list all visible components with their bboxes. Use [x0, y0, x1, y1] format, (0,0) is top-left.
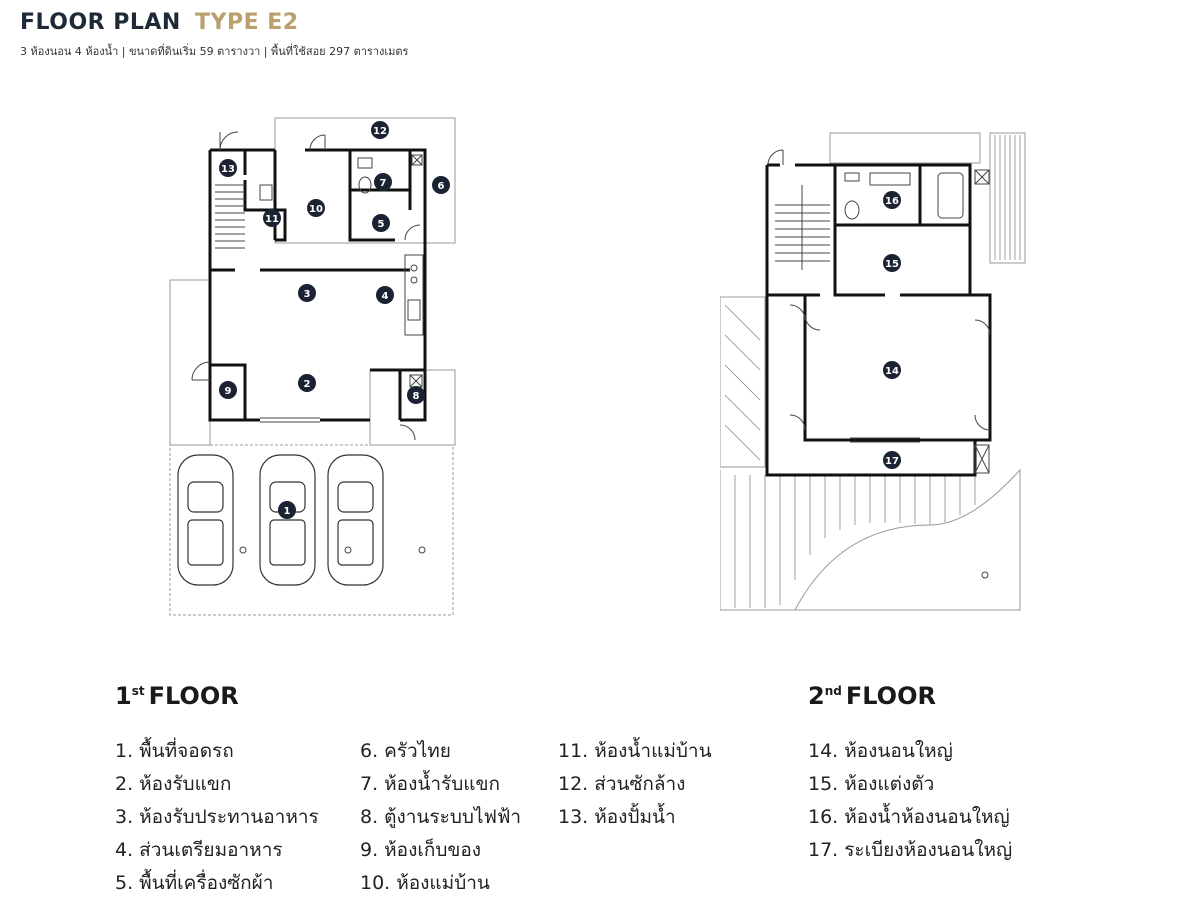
- svg-text:4: 4: [382, 291, 389, 302]
- legend-column-2: 6.ครัวไทย 7.ห้องน้ำรับแขก 8.ตู้งานระบบไฟ…: [360, 735, 521, 900]
- room-marker-6: 6: [432, 176, 450, 194]
- legend-item: 5.พื้นที่เครื่องซักผ้า: [115, 872, 274, 894]
- legend-item: 13.ห้องปั้มน้ำ: [558, 806, 676, 828]
- legend-item: 16.ห้องน้ำห้องนอนใหญ่: [808, 806, 1010, 828]
- room-marker-5: 5: [372, 214, 390, 232]
- room-marker-10: 10: [307, 199, 325, 217]
- legend-column-4: 14.ห้องนอนใหญ่ 15.ห้องแต่งตัว 16.ห้องน้ำ…: [808, 735, 1012, 867]
- room-marker-14: 14: [883, 361, 901, 379]
- legend-item: 11.ห้องน้ำแม่บ้าน: [558, 740, 712, 762]
- legend-column-3: 11.ห้องน้ำแม่บ้าน 12.ส่วนซักล้าง 13.ห้อง…: [558, 735, 712, 834]
- svg-text:9: 9: [225, 386, 232, 397]
- legend-item: 1.พื้นที่จอดรถ: [115, 740, 234, 762]
- legend-item: 8.ตู้งานระบบไฟฟ้า: [360, 806, 522, 828]
- svg-text:12: 12: [373, 126, 387, 137]
- svg-text:11: 11: [265, 214, 279, 225]
- room-marker-16: 16: [883, 191, 901, 209]
- room-marker-1: 1: [278, 501, 296, 519]
- svg-text:2: 2: [304, 379, 311, 390]
- room-marker-15: 15: [883, 254, 901, 272]
- first-floor-plan: 1 2 3 4 5 6 7 8 9 10 11 12 13: [169, 117, 456, 616]
- room-marker-4: 4: [376, 286, 394, 304]
- legend-item: 7.ห้องน้ำรับแขก: [360, 773, 501, 795]
- legend-item: 12.ส่วนซักล้าง: [558, 773, 686, 795]
- svg-text:17: 17: [885, 456, 899, 467]
- svg-text:7: 7: [380, 178, 387, 189]
- room-marker-2: 2: [298, 374, 316, 392]
- room-marker-11: 11: [263, 209, 281, 227]
- legend-item: 2.ห้องรับแขก: [115, 773, 232, 795]
- room-marker-8: 8: [407, 386, 425, 404]
- legend-item: 4.ส่วนเตรียมอาหาร: [115, 839, 283, 861]
- svg-text:5: 5: [378, 219, 385, 230]
- svg-text:15: 15: [885, 259, 899, 270]
- legend-item: 6.ครัวไทย: [360, 740, 451, 762]
- room-marker-9: 9: [219, 381, 237, 399]
- room-marker-7: 7: [374, 173, 392, 191]
- svg-text:14: 14: [885, 366, 899, 377]
- room-marker-13: 13: [219, 159, 237, 177]
- legend-item: 15.ห้องแต่งตัว: [808, 773, 935, 795]
- page-subtitle: 3 ห้องนอน 4 ห้องน้ำ | ขนาดที่ดินเริ่ม 59…: [20, 45, 409, 58]
- second-floor-plan: 14 15 16 17: [720, 132, 1026, 611]
- svg-text:1: 1: [284, 506, 291, 517]
- svg-text:10: 10: [309, 204, 323, 215]
- title-main: FLOOR PLAN: [20, 10, 181, 35]
- page-title: FLOOR PLAN TYPE E2: [20, 10, 299, 35]
- svg-text:8: 8: [413, 391, 420, 402]
- legend-item: 14.ห้องนอนใหญ่: [808, 740, 953, 762]
- svg-text:13: 13: [221, 164, 235, 175]
- svg-text:16: 16: [885, 196, 899, 207]
- legend-item: 3.ห้องรับประทานอาหาร: [115, 806, 319, 828]
- room-marker-12: 12: [371, 121, 389, 139]
- legend-item: 9.ห้องเก็บของ: [360, 839, 482, 861]
- svg-text:6: 6: [438, 181, 445, 192]
- svg-text:3: 3: [304, 289, 311, 300]
- room-marker-3: 3: [298, 284, 316, 302]
- legend-item: 10.ห้องแม่บ้าน: [360, 872, 490, 894]
- title-type: TYPE E2: [195, 10, 299, 35]
- room-marker-17: 17: [883, 451, 901, 469]
- legend-item: 17.ระเบียงห้องนอนใหญ่: [808, 839, 1013, 861]
- legend-column-1: 1.พื้นที่จอดรถ 2.ห้องรับแขก 3.ห้องรับประ…: [115, 735, 319, 900]
